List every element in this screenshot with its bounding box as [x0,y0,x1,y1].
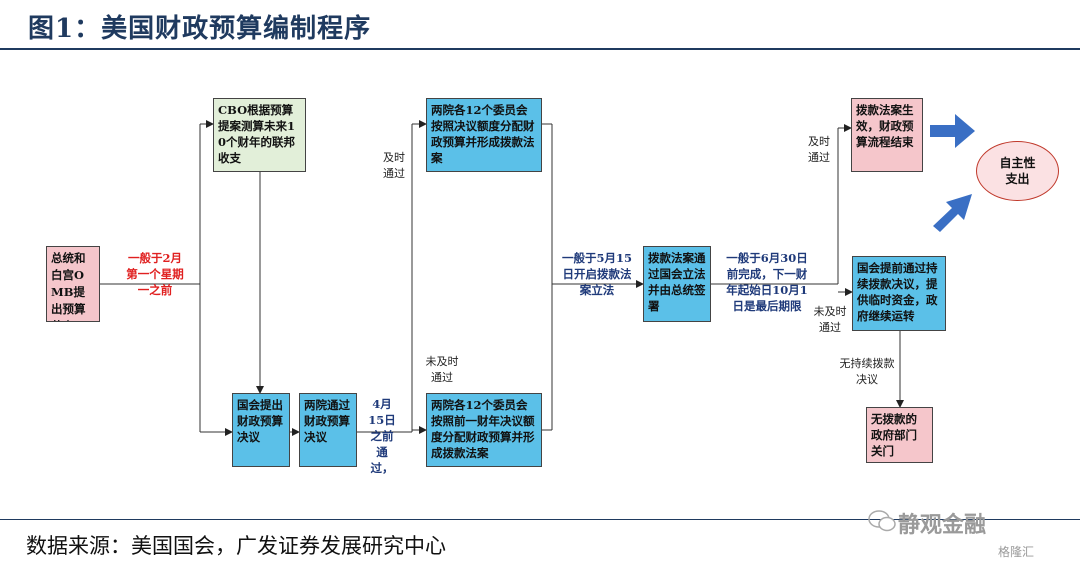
label-jun30: 一般于6月30日前完成，下一财年起始日10月1日是最后期限 [726,251,808,313]
label-ontime-1: 及时通过 [383,151,405,180]
appropriation-signed-box: 拨款法案通过国会立法并由总统签署 [643,246,711,322]
label-first-week-feb: 一般于2月第一个星期一之前 [126,251,184,297]
president-proposal-box: 总统和白宫OMB提出预算草案 [46,246,100,322]
government-shutdown-box: 无拨款的政府部门关门 [866,407,933,463]
committees-late-box: 两院各12个委员会按照前一财年决议额度分配财政预算并形成拨款法案 [426,393,542,467]
watermark-brand: 静观金融 [898,513,987,538]
congress-budget-resolution-box: 国会提出财政预算决议 [232,393,290,467]
label-no-continuing: 无持续拨款决议 [839,357,895,386]
label-may15: 一般于5月15日开启拨款法案立法 [562,251,633,297]
committees-ontime-box: 两院各12个委员会按照决议额度分配财政预算并形成拨款法案 [426,98,542,172]
two-houses-pass-box: 两院通过财政预算决议 [299,393,357,467]
watermark-site: 格隆汇 [998,545,1035,559]
mandatory-spending-ellipse: 自主性支出 [976,141,1059,201]
label-apr15: 4月15日之前通过， [368,397,396,475]
title-divider [0,48,1080,50]
label-ontime-2: 及时通过 [808,135,830,164]
continuing-resolution-box: 国会提前通过持续拨款决议，提供临时资金，政府继续运转 [852,256,946,331]
wechat-icon [868,510,896,532]
source-note: 数据来源：美国国会，广发证券发展研究中心 [26,534,446,558]
label-late-1: 未及时通过 [425,355,459,384]
continuing-to-mandatory-arrow [933,194,972,232]
page-title: 图1：美国财政预算编制程序 [28,14,372,44]
label-late-2: 未及时通过 [813,305,847,334]
effective-to-mandatory-arrow [930,114,975,148]
appropriation-effective-box: 拨款法案生效，财政预算流程结束 [851,98,923,172]
cbo-projection-box: CBO根据预算提案测算未来10个财年的联邦收支 [213,98,306,172]
footer-divider [0,519,1080,520]
